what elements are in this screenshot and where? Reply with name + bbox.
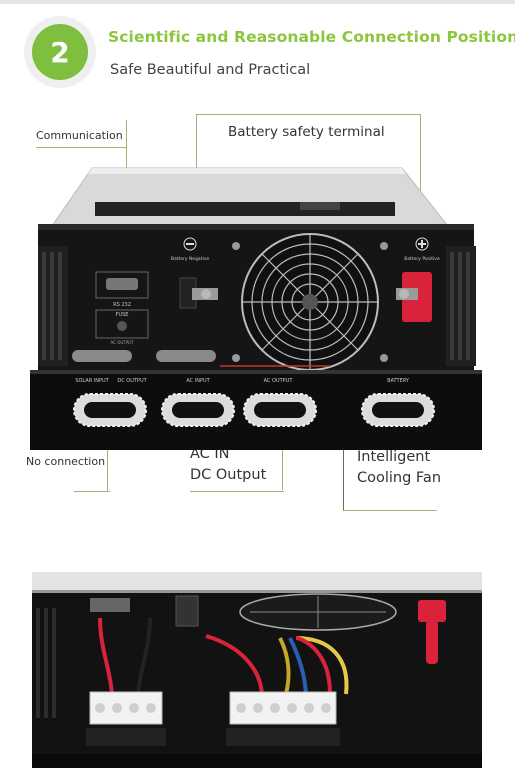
callout-ac-in-dc-output: AC IN DC Output xyxy=(190,444,266,486)
leader-acin-h xyxy=(190,491,284,492)
step-number: 2 xyxy=(32,24,88,80)
callout-communication: Communication xyxy=(36,129,123,142)
inverter-rear-panel-photo: RS 232 FUSE AC OUTPUT Battery Negative B… xyxy=(30,167,482,450)
leader-noconn-h xyxy=(74,491,110,492)
leader-acin-v xyxy=(282,418,283,490)
rs232-label: RS 232 xyxy=(113,302,131,308)
fuse-label: FUSE xyxy=(116,312,129,318)
leader-noconn-v xyxy=(107,420,108,492)
callout-cooling-fan: Cooling Fan xyxy=(357,470,442,486)
top-divider xyxy=(0,0,515,4)
inverter-interior-terminals-photo xyxy=(32,572,482,768)
ac-output-panel-label: AC OUTPUT xyxy=(264,378,294,384)
callout-no-connection: No connection xyxy=(26,455,106,468)
ac-input-panel-label: AC INPUT xyxy=(186,378,210,384)
callout-ac-in: AC IN xyxy=(190,446,230,462)
callout-battery-safety-terminal: Battery safety terminal xyxy=(228,124,385,140)
section-title: Scientific and Reasonable Connection Pos… xyxy=(108,28,515,46)
step-badge: 2 xyxy=(24,16,96,88)
battery-panel-label: BATTERY xyxy=(387,378,410,384)
leader-fan-h xyxy=(343,510,437,511)
ac-output-small-label: AC OUTPUT xyxy=(110,340,134,345)
callout-intelligent: Intelligent xyxy=(357,449,431,465)
battery-negative-label: Battery Negative xyxy=(171,256,210,262)
solar-input-label: SOLAR INPUT xyxy=(75,378,109,384)
callout-intelligent-cooling-fan: Intelligent Cooling Fan xyxy=(357,447,441,489)
section-subtitle: Safe Beautiful and Practical xyxy=(110,62,311,78)
dc-output-panel-label: DC OUTPUT xyxy=(117,378,147,384)
battery-positive-label: Battery Positive xyxy=(404,256,440,262)
leader-communication-h xyxy=(36,147,126,148)
leader-battery-right-v xyxy=(420,114,421,238)
callout-dc-output: DC Output xyxy=(190,467,267,483)
leader-battery-top xyxy=(196,114,420,115)
